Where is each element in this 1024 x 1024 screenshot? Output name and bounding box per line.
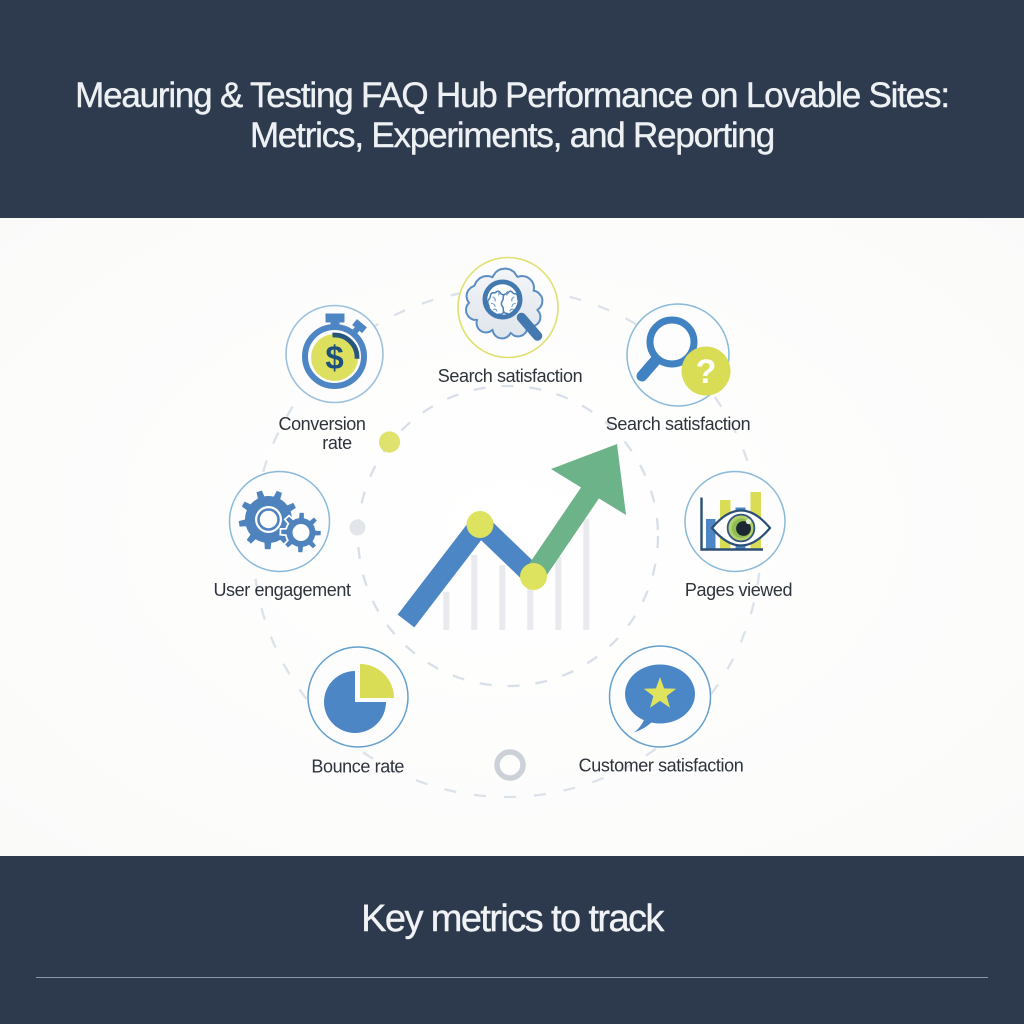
svg-text:$: $ <box>325 339 343 376</box>
svg-text:Bounce rate: Bounce rate <box>311 757 404 777</box>
svg-text:Pages viewed: Pages viewed <box>685 580 792 600</box>
svg-text:rate: rate <box>322 433 352 453</box>
svg-text:Search satisfaction: Search satisfaction <box>606 414 750 434</box>
svg-text:Search satisfaction: Search satisfaction <box>438 366 582 386</box>
svg-text:Conversion: Conversion <box>278 414 365 434</box>
svg-text:Customer satisfaction: Customer satisfaction <box>579 756 744 776</box>
svg-text:User engagement: User engagement <box>213 580 350 600</box>
svg-text:?: ? <box>696 353 717 391</box>
